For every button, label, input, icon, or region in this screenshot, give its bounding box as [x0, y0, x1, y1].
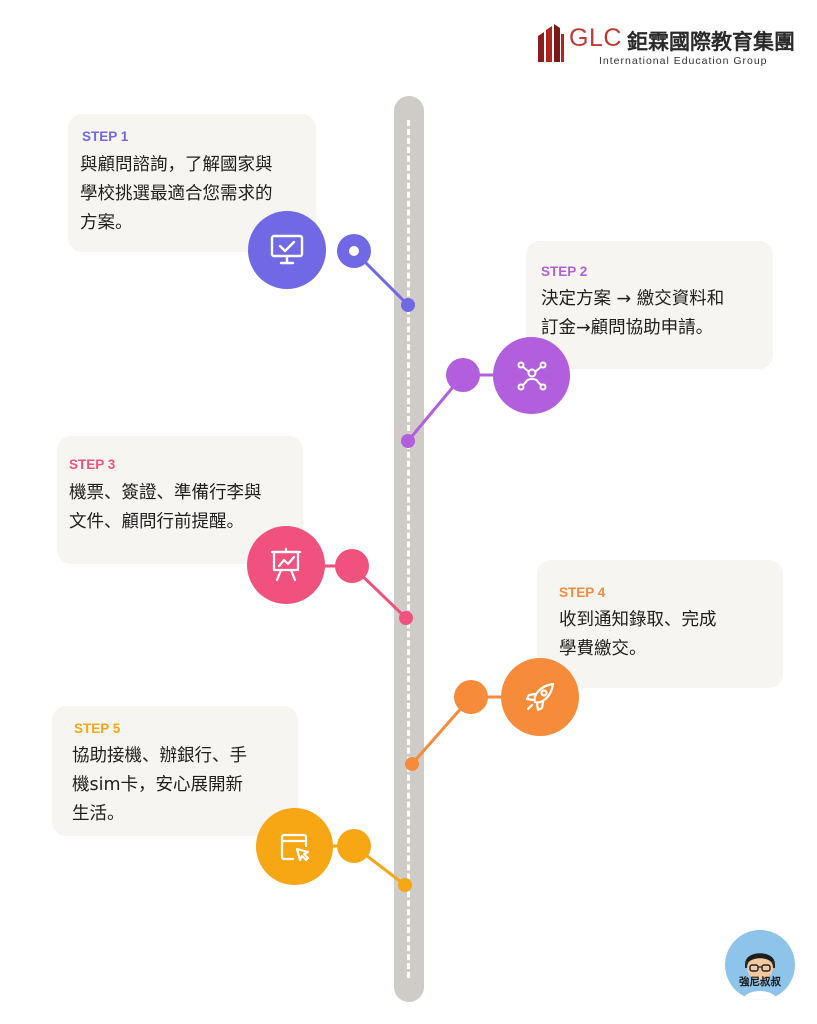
- brand-logo: GLC 鉅霖國際教育集團 International Education Gro…: [538, 22, 808, 70]
- brand-name-cn: 鉅霖國際教育集團: [627, 30, 795, 54]
- glc-logo-mark-icon: [538, 24, 564, 62]
- brand-name-en: International Education Group: [599, 55, 768, 67]
- avatar: 強尼叔叔: [725, 930, 795, 1000]
- step1-line-3: 方案。: [80, 213, 133, 233]
- step2-knob: [446, 358, 480, 392]
- step3-road-dot: [399, 611, 413, 625]
- step5-label: STEP 5: [74, 721, 121, 736]
- browser-cursor-icon: [280, 833, 309, 861]
- timeline-road-dashes: [407, 120, 410, 978]
- step5-line-3: 生活。: [72, 804, 125, 824]
- step3-text: 機票、簽證、準備行李與 文件、顧問行前提醒。: [69, 479, 262, 537]
- step1-label: STEP 1: [82, 129, 129, 144]
- step4-icon-circle: [501, 658, 579, 736]
- step2-card: STEP 2 決定方案 → 繳交資料和 訂金→顧問協助申請。: [526, 241, 773, 369]
- rocket-icon: [525, 682, 555, 712]
- step5-card: STEP 5 協助接機、辦銀行、手 機sim卡，安心展開新 生活。: [52, 706, 298, 836]
- step5-icon-circle: [256, 808, 333, 885]
- step4-road-dot: [405, 757, 419, 771]
- step5-knob: [337, 829, 371, 863]
- step1-line-1: 與顧問諮詢，了解國家與: [80, 155, 273, 175]
- step3-knob: [335, 549, 369, 583]
- step4-text: 收到通知錄取、完成 學費繳交。: [559, 606, 717, 664]
- avatar-label: 強尼叔叔: [739, 976, 781, 988]
- step4-card: STEP 4 收到通知錄取、完成 學費繳交。: [537, 560, 783, 688]
- step2-line-1: 決定方案 → 繳交資料和: [541, 289, 725, 309]
- step1-line-2: 學校挑選最適合您需求的: [80, 184, 273, 204]
- step5-line-1: 協助接機、辦銀行、手: [72, 746, 247, 766]
- step1-card: STEP 1 與顧問諮詢，了解國家與 學校挑選最適合您需求的 方案。: [68, 114, 316, 252]
- network-people-icon: [517, 361, 546, 390]
- brand-glc: GLC: [569, 24, 622, 52]
- step4-line-1: 收到通知錄取、完成: [559, 610, 717, 630]
- step3-label: STEP 3: [69, 457, 116, 472]
- step1-icon-circle: [248, 211, 326, 289]
- presentation-board-icon: [270, 547, 302, 582]
- step4-label: STEP 4: [559, 585, 606, 600]
- monitor-check-icon: [270, 234, 304, 265]
- step4-line-2: 學費繳交。: [559, 639, 647, 659]
- step5-text: 協助接機、辦銀行、手 機sim卡，安心展開新 生活。: [72, 742, 247, 829]
- step2-road-dot: [401, 434, 415, 448]
- avatar-face-icon: [743, 953, 777, 1000]
- step2-text: 決定方案 → 繳交資料和 訂金→顧問協助申請。: [541, 285, 724, 343]
- step2-line-2: 訂金→顧問協助申請。: [541, 318, 714, 338]
- step5-line-2: 機sim卡，安心展開新: [72, 775, 244, 795]
- step1-knob-center: [349, 246, 359, 256]
- step5-road-dot: [398, 878, 412, 892]
- step3-icon-circle: [247, 526, 325, 604]
- step1-road-dot: [401, 298, 415, 312]
- step2-label: STEP 2: [541, 264, 588, 279]
- step3-line-2: 文件、顧問行前提醒。: [69, 512, 244, 532]
- step4-knob: [454, 680, 488, 714]
- step1-text: 與顧問諮詢，了解國家與 學校挑選最適合您需求的 方案。: [80, 151, 273, 238]
- step2-icon-circle: [493, 337, 570, 414]
- step3-line-1: 機票、簽證、準備行李與: [69, 483, 262, 503]
